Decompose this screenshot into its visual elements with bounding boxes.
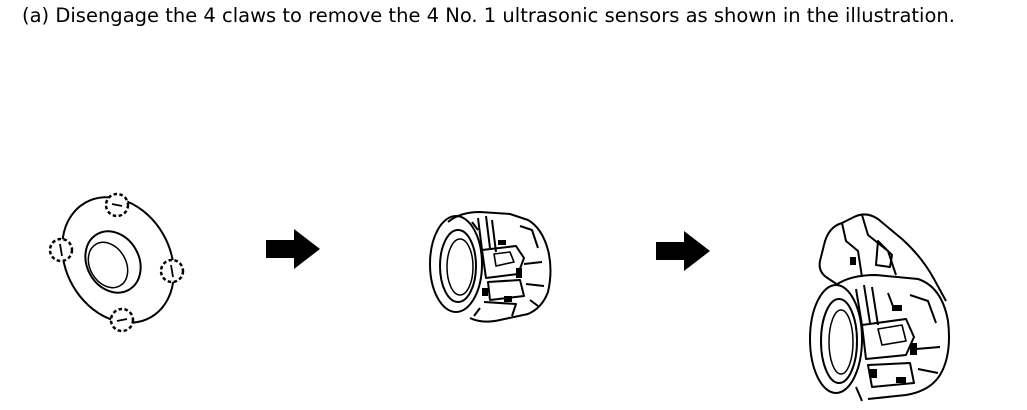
sensor-bezel-claws-icon: [40, 180, 200, 340]
sensor-with-bracket-icon: [806, 205, 956, 410]
instruction-text: (a) Disengage the 4 claws to remove the …: [22, 4, 955, 27]
ultrasonic-sensor-icon: [420, 200, 555, 330]
arrow-right-icon: [656, 231, 711, 271]
arrow-right-icon: [266, 229, 321, 269]
